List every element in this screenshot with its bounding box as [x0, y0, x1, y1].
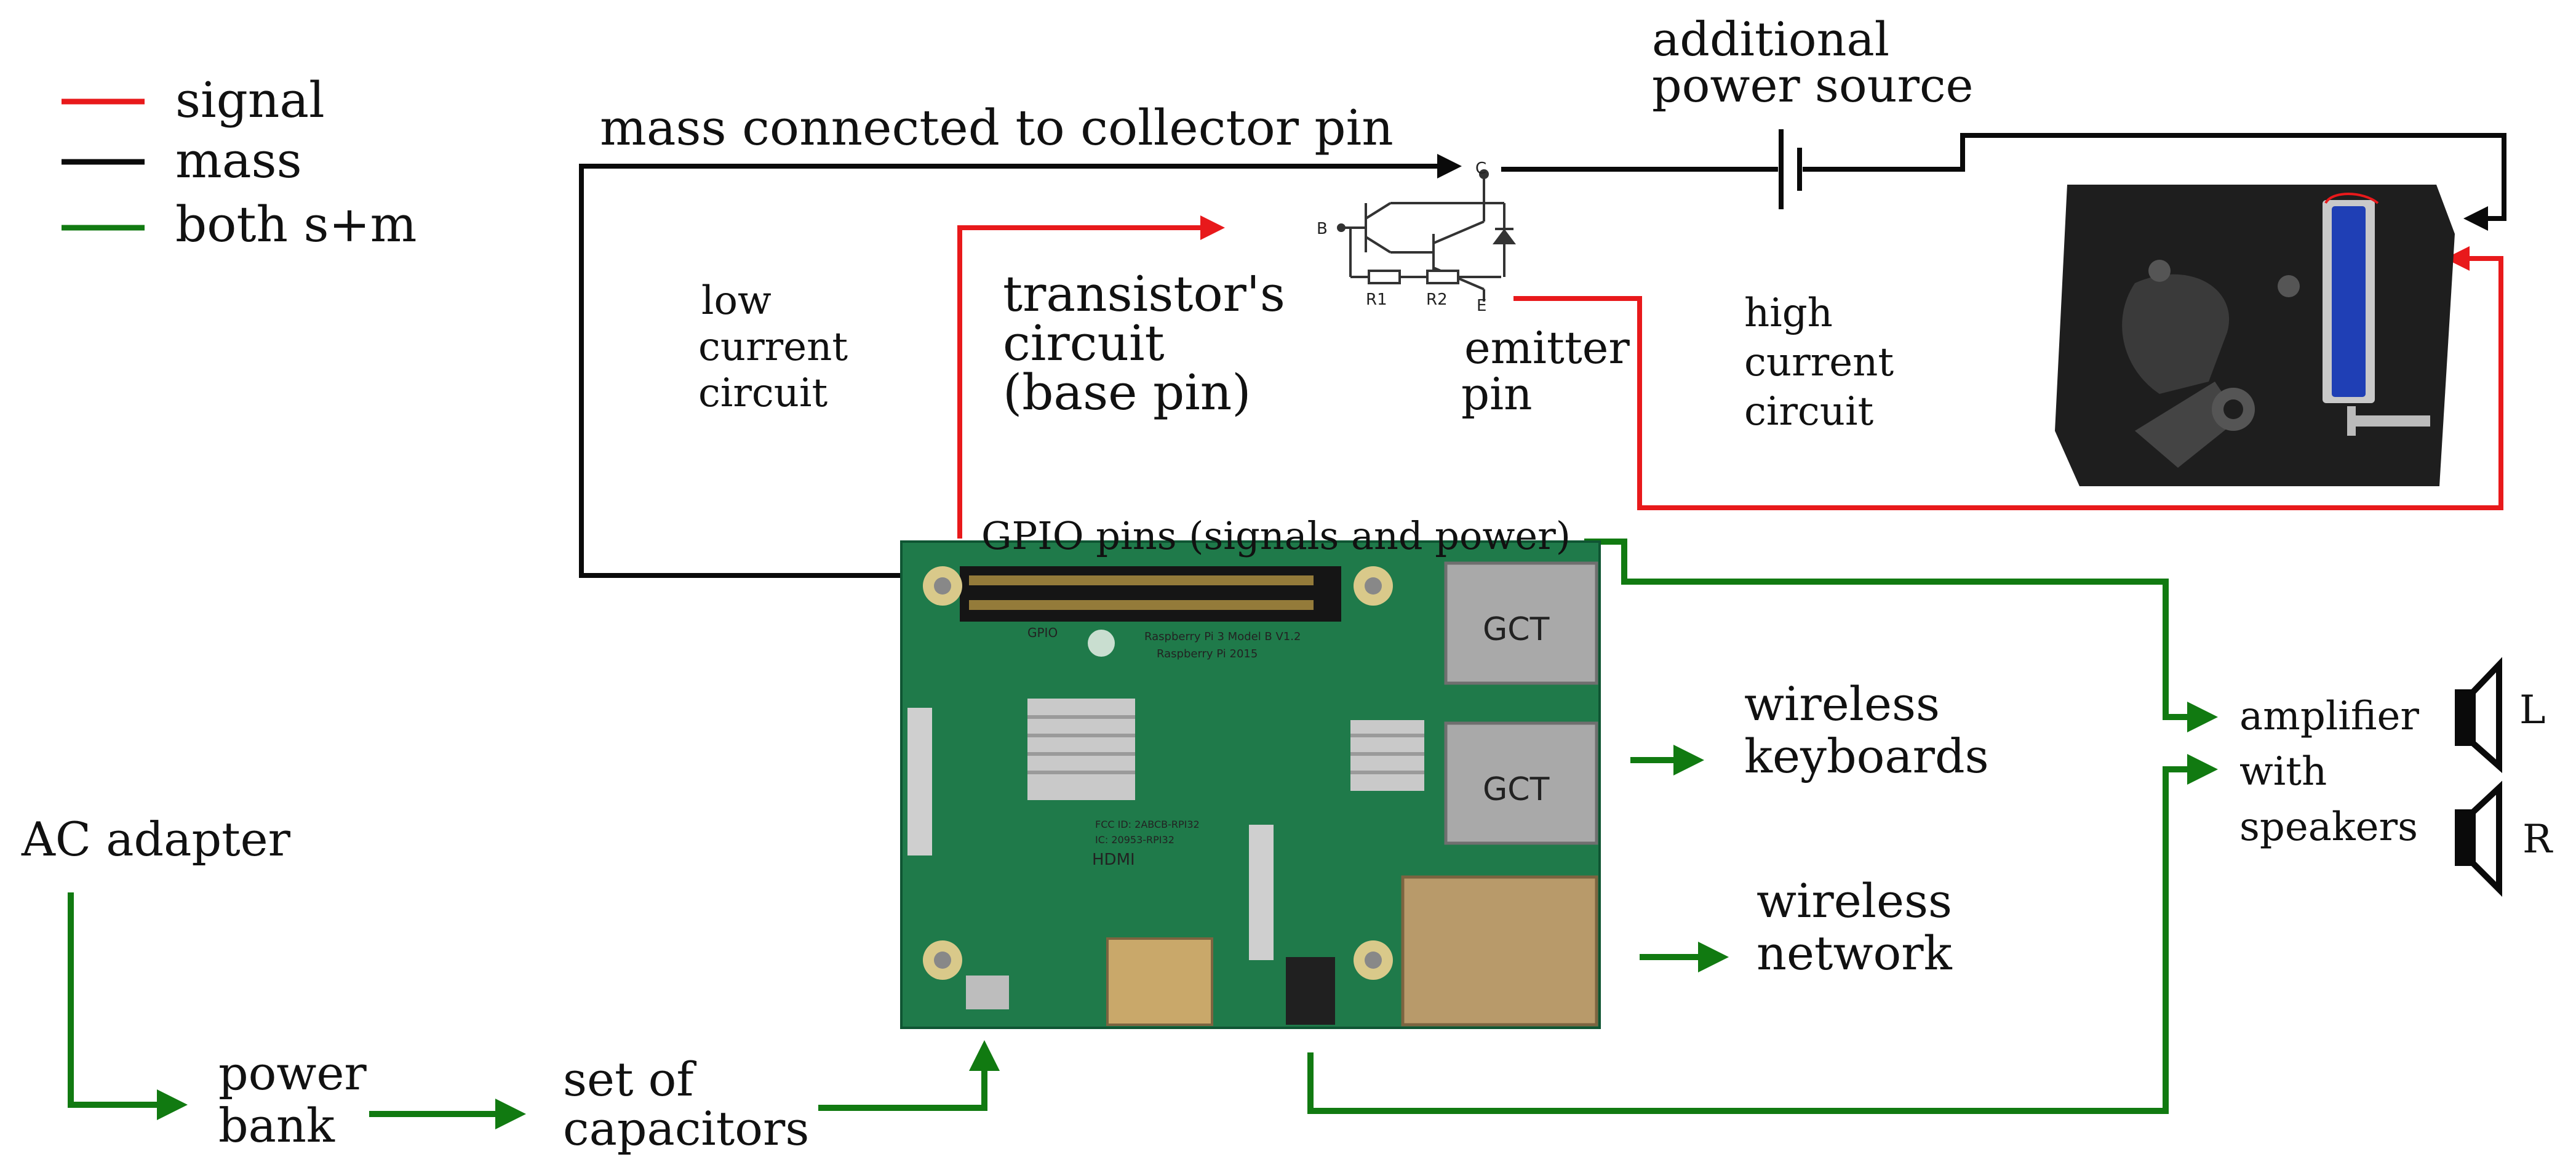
capacitors-label-2: capacitors: [563, 1101, 809, 1156]
amplifier-label-1: amplifier: [2239, 694, 2419, 739]
fcc-silkscreen-1: FCC ID: 2ABCB-RPI32: [1095, 819, 1200, 830]
speaker-right-label: R: [2522, 817, 2553, 862]
raspberry-pi-board: GPIO Raspberry Pi 3 Model B V1.2 Raspber…: [900, 540, 1601, 1029]
usb-label-top: GCT: [1483, 611, 1550, 648]
transistor-label-1: transistor's: [1003, 265, 1285, 323]
high-current-label-2: current: [1744, 340, 1894, 385]
low-current-label-3: circuit: [698, 371, 827, 416]
speaker-right-icon: [2455, 780, 2502, 897]
hdmi-port: [1106, 937, 1213, 1026]
high-current-label-1: high: [1744, 290, 1833, 336]
capacitors-label-1: set of: [563, 1052, 696, 1107]
camera-connector: [1249, 825, 1274, 960]
usb-label-bottom: GCT: [1483, 771, 1550, 808]
wireless-network-label-2: network: [1757, 926, 1953, 980]
battery-symbol: [1779, 129, 1802, 209]
capacitors-to-pi-wire: [818, 1040, 1000, 1111]
audio-jack: [1286, 957, 1335, 1025]
wireless-network-label-1: wireless: [1757, 873, 1952, 928]
schematic-r2: R2: [1426, 290, 1448, 309]
hdmi-silkscreen: HDMI: [1092, 851, 1135, 869]
board-model-silkscreen: Raspberry Pi 3 Model B V1.2: [1144, 630, 1301, 643]
legend-signal-label: signal: [175, 71, 325, 129]
emitter-label-2: pin: [1461, 368, 1533, 420]
transistor-label-2: circuit: [1003, 315, 1165, 372]
legend: signal mass both s+m: [62, 71, 417, 253]
gpio-pins: [969, 575, 1314, 610]
signal-wires: [957, 215, 2503, 539]
usb-port-top: [1444, 561, 1598, 685]
transistor-label-3: (base pin): [1003, 364, 1251, 421]
schematic-r1: R1: [1366, 290, 1387, 309]
wireless-keyboards-label-1: wireless: [1744, 676, 1940, 731]
signal-emitter-to-lock: [1513, 246, 2503, 510]
schematic-pin-c: C: [1475, 159, 1486, 178]
schematic-pin-b: B: [1317, 220, 1328, 238]
transistor-schematic: [1337, 169, 1516, 302]
additional-power-label-2: power source: [1652, 58, 1974, 113]
wireless-keyboards-label-2: keyboards: [1744, 729, 1989, 783]
low-current-label-1: low: [701, 278, 772, 324]
cpu-heatsink: [1027, 699, 1135, 800]
mass-wires: [579, 133, 2506, 578]
audio-to-amplifier-wire: [1307, 754, 2218, 1114]
ac-adapter-label: AC adapter: [21, 812, 291, 867]
board-year-silkscreen: Raspberry Pi 2015: [1157, 647, 1258, 660]
power-bank-label-2: bank: [218, 1098, 335, 1153]
gpio-header: [960, 566, 1341, 622]
gpio-label: GPIO pins (signals and power): [981, 513, 1571, 558]
ethernet-port: [1401, 875, 1598, 1027]
legend-mass-label: mass: [175, 132, 302, 189]
mass-battery-to-lock: [1803, 133, 2506, 231]
amplifier-label-3: speakers: [2239, 804, 2418, 850]
emitter-label-1: emitter: [1464, 322, 1630, 374]
power-bank-label-1: power: [218, 1046, 367, 1100]
electric-lock: [2055, 185, 2455, 486]
fcc-silkscreen-2: IC: 20953-RPI32: [1095, 834, 1174, 846]
micro-usb-port: [966, 976, 1009, 1009]
mass-low-current-loop: [579, 154, 1462, 578]
ac-to-powerbank-wire: [68, 892, 188, 1120]
high-current-label-3: circuit: [1744, 389, 1873, 435]
usb-port-bottom: [1444, 721, 1598, 845]
signal-gpio-to-base: [957, 215, 1225, 539]
amplifier-label-2: with: [2239, 749, 2327, 795]
both-wires: [68, 539, 2218, 1129]
schematic-pin-e: E: [1477, 297, 1486, 315]
speaker-left-icon: [2455, 657, 2502, 774]
gpio-silkscreen: GPIO: [1027, 625, 1058, 640]
gpio-to-amplifier-wire: [1584, 539, 2218, 732]
low-current-label-2: current: [698, 324, 848, 370]
additional-power-label-1: additional: [1652, 12, 1889, 66]
speaker-left-label: L: [2519, 687, 2546, 733]
legend-both-label: both s+m: [175, 196, 417, 253]
mass-to-collector-label: mass connected to collector pin: [600, 99, 1394, 156]
display-connector: [907, 708, 932, 855]
